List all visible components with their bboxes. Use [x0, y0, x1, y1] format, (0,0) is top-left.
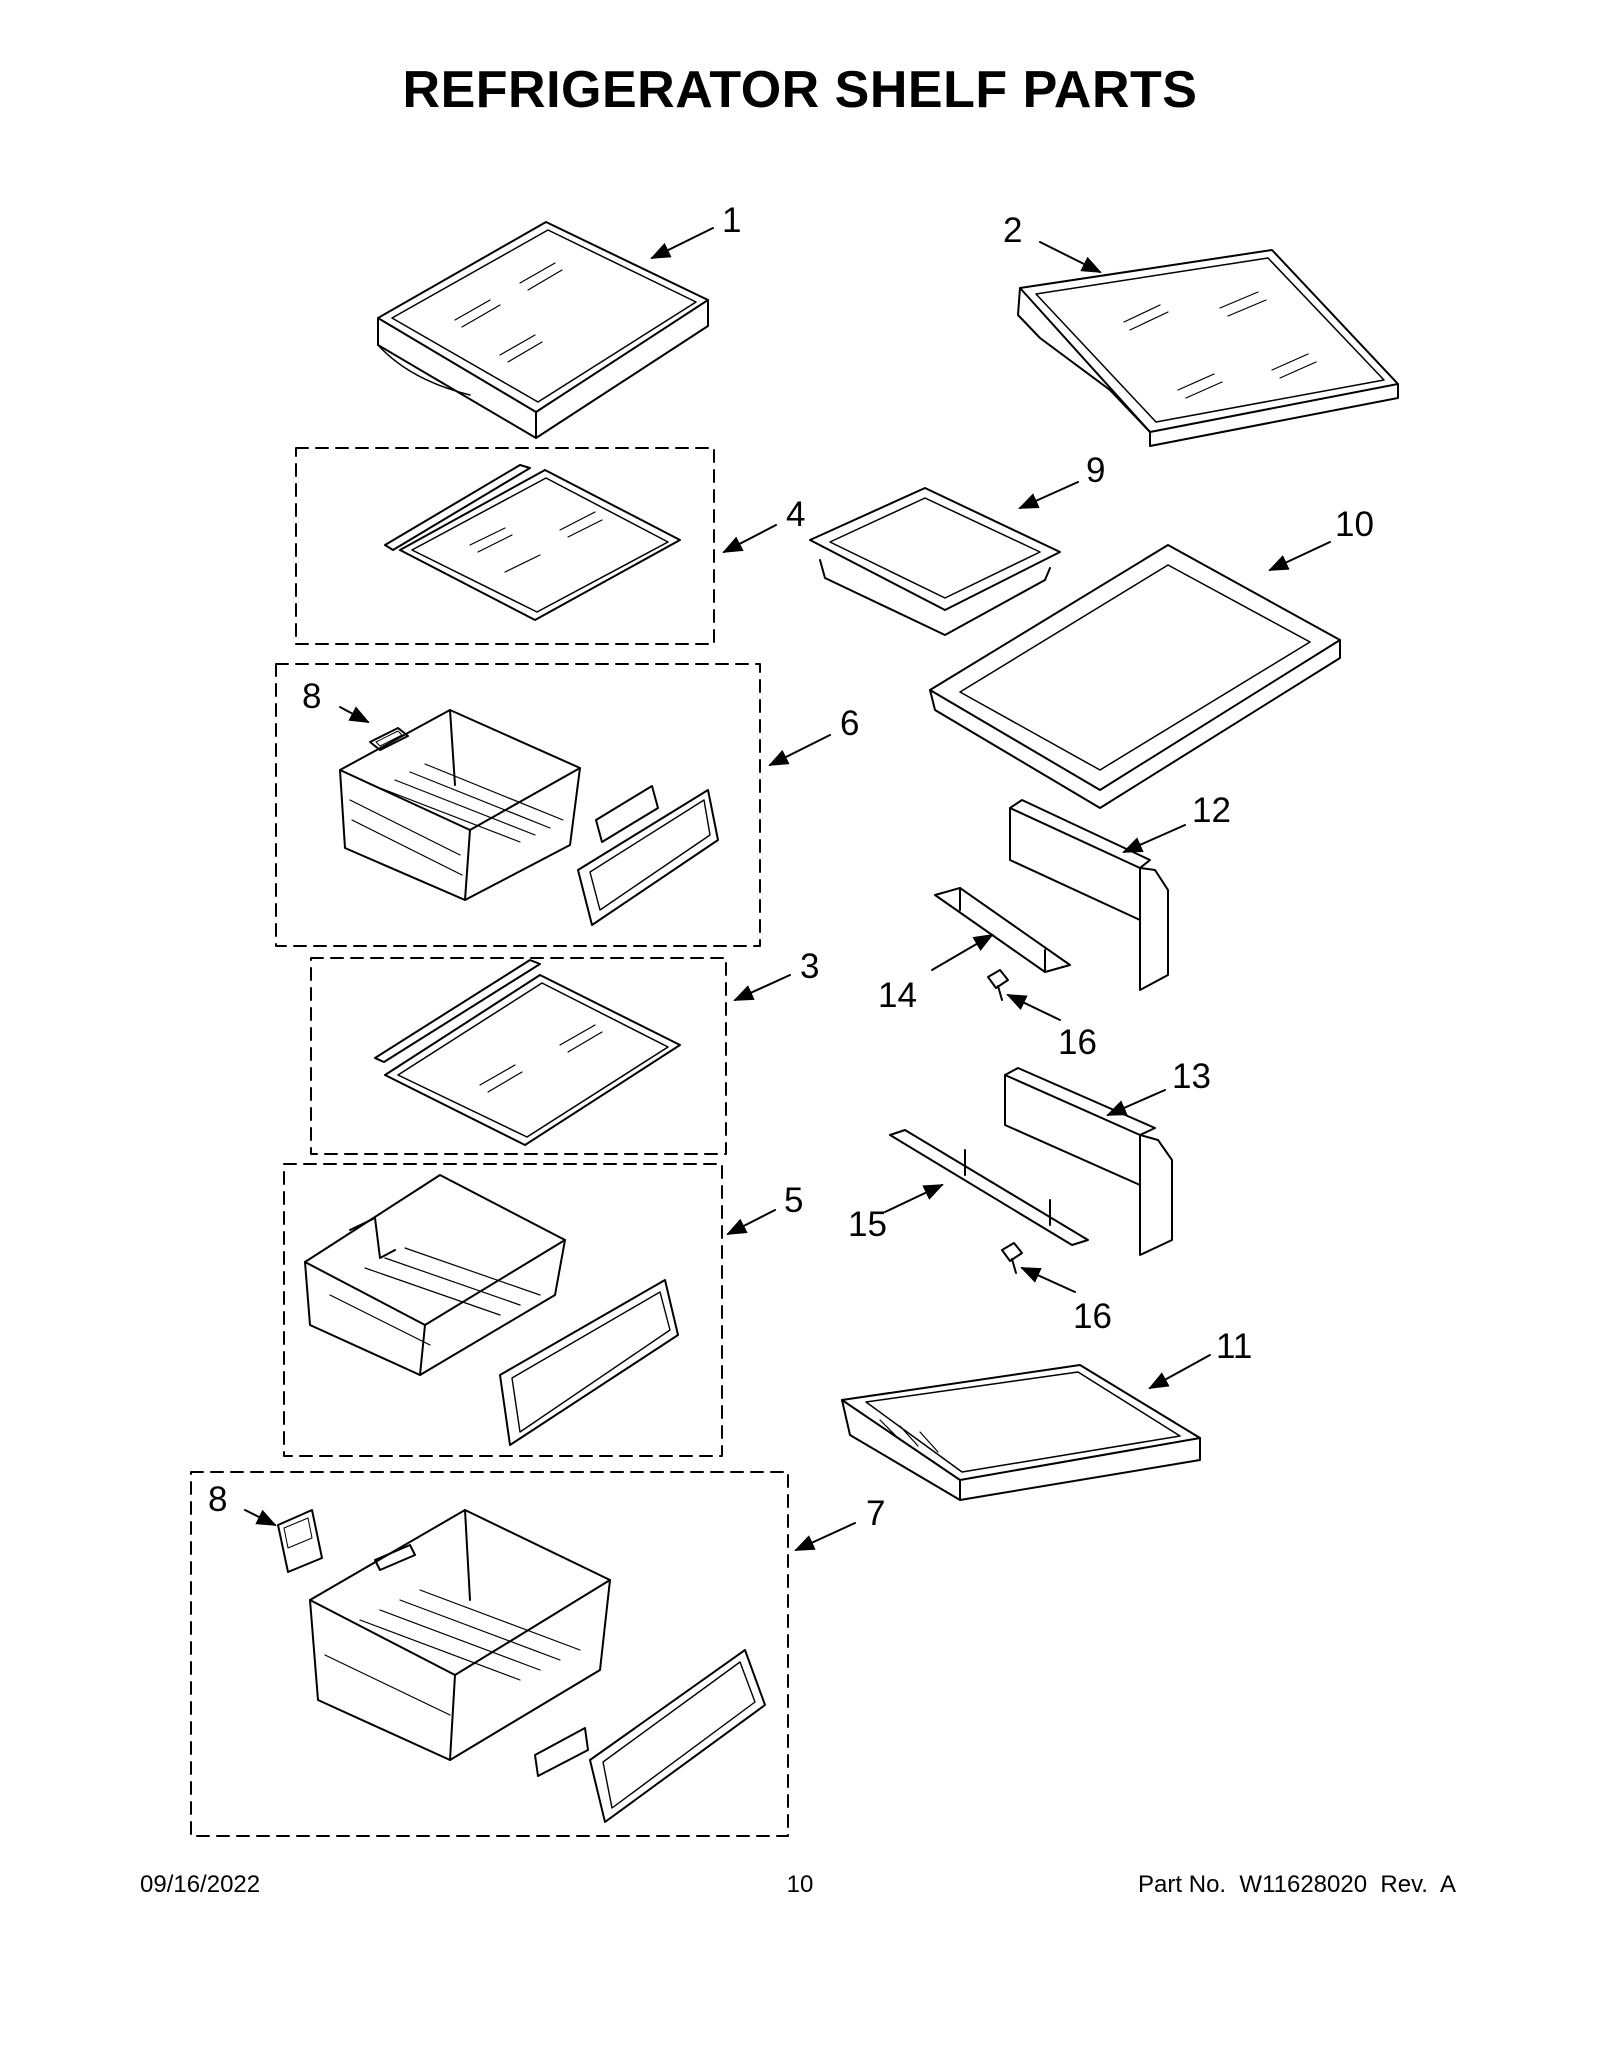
footer-part-number: Part No. W11628020 Rev. A [1138, 1871, 1456, 1898]
arrow-16-upper [1006, 994, 1061, 1021]
arrow-12 [1122, 824, 1186, 853]
callout-8-lower: 8 [208, 1480, 227, 1519]
arrow-13 [1106, 1089, 1166, 1116]
callout-15: 15 [848, 1205, 887, 1244]
arrow-8-lower [244, 1509, 277, 1526]
callout-7: 7 [866, 1494, 885, 1533]
part-9-bin [809, 487, 1061, 636]
callout-10: 10 [1335, 505, 1374, 544]
arrow-15 [884, 1184, 944, 1213]
part-11-drawer [841, 1364, 1201, 1501]
part-2-glass-shelf [1017, 249, 1399, 447]
page-title: REFRIGERATOR SHELF PARTS [402, 61, 1198, 119]
arrow-9 [1018, 481, 1079, 509]
callout-9: 9 [1086, 451, 1105, 490]
part-10-tray [929, 544, 1341, 809]
arrow-7 [794, 1522, 856, 1551]
part-6-crisper-drawer [339, 709, 719, 926]
part-4-glass-shelf [384, 464, 681, 621]
callout-13: 13 [1172, 1057, 1211, 1096]
callout-6: 6 [840, 704, 859, 743]
arrow-11 [1148, 1354, 1211, 1389]
part-15-rail [889, 1129, 1089, 1246]
callout-16-upper: 16 [1058, 1023, 1097, 1062]
part-12-cover-end [1009, 799, 1169, 991]
part-8-label-upper [369, 727, 409, 751]
part-5-crisper-drawer [304, 1174, 679, 1446]
arrow-3 [733, 974, 791, 1001]
part-8-label-lower [277, 1509, 323, 1573]
part-16-screw-lower [1001, 1242, 1023, 1274]
arrow-2 [1039, 241, 1102, 273]
group-box-5 [283, 1163, 723, 1457]
callout-4: 4 [786, 495, 805, 534]
arrow-10 [1268, 541, 1331, 571]
part-13-cover-end [1004, 1067, 1173, 1256]
footer-date: 09/16/2022 [140, 1871, 261, 1898]
arrow-6 [768, 734, 831, 766]
part-1-glass-shelf [377, 221, 709, 439]
part-7-deli-drawer [309, 1509, 766, 1823]
callout-1: 1 [722, 201, 741, 240]
callout-8-upper: 8 [302, 677, 321, 716]
footer-page-number: 10 [786, 1871, 814, 1898]
arrow-1 [650, 227, 714, 259]
arrow-8-upper [339, 706, 370, 723]
callout-2: 2 [1003, 211, 1022, 250]
arrow-14 [931, 933, 994, 971]
callout-11: 11 [1216, 1327, 1252, 1366]
callout-12: 12 [1192, 791, 1231, 830]
callout-5: 5 [784, 1181, 803, 1220]
part-3-glass-shelf [374, 959, 681, 1146]
group-box-3 [310, 957, 727, 1155]
part-16-screw-upper [987, 969, 1009, 1001]
arrow-4 [722, 524, 777, 553]
arrow-16-lower [1020, 1267, 1076, 1293]
part-14-rail [934, 887, 1071, 973]
group-box-4 [295, 447, 715, 645]
callout-16-lower: 16 [1073, 1297, 1112, 1336]
arrow-5 [726, 1209, 776, 1235]
group-box-6 [275, 663, 761, 947]
callout-14: 14 [878, 976, 917, 1015]
callout-3: 3 [800, 947, 819, 986]
group-box-7 [190, 1471, 789, 1837]
